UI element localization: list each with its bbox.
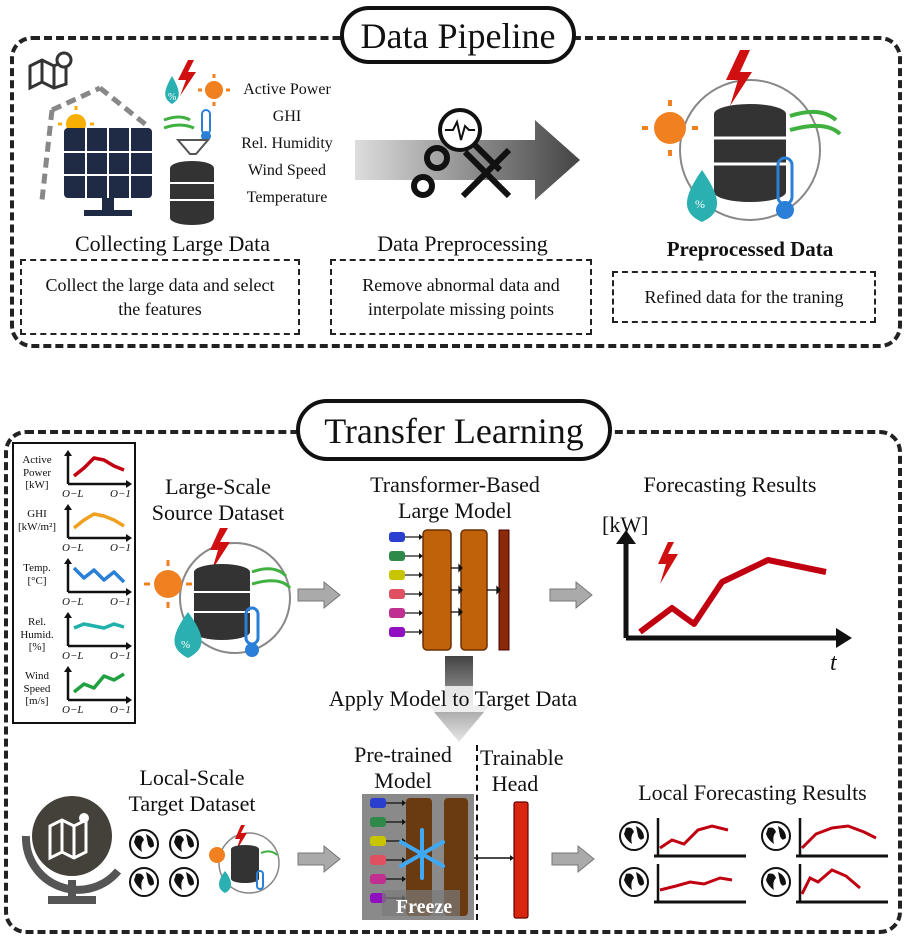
mini-chart-tick: O−1	[110, 596, 131, 608]
collect-caption: Collecting Large Data	[74, 231, 271, 256]
model-head-divider	[476, 745, 478, 920]
mini-chart-label: Wind Speed [m/s]	[23, 670, 51, 708]
input-token	[370, 836, 386, 846]
globe-icon	[761, 867, 791, 897]
svg-text:%: %	[181, 639, 190, 651]
mini-chart-line	[72, 566, 126, 584]
input-token	[389, 532, 405, 542]
arrow-source-to-model	[297, 580, 341, 610]
solar-panel-icon	[39, 85, 152, 216]
forecast-x-var: t	[830, 650, 837, 676]
pretrained-caption: Pre-trained Model	[354, 742, 452, 794]
local-results-caption: Local Forecasting Results	[638, 780, 867, 805]
preprocess-desc-box: Remove abnormal data and interpolate mis…	[330, 259, 592, 335]
mini-chart-line	[72, 672, 125, 694]
svg-text:%: %	[168, 92, 176, 103]
preprocessed-desc-box: Refined data for the traning	[612, 271, 876, 323]
input-features-frame	[12, 442, 136, 724]
collect-desc-box: Collect the large data and select the fe…	[20, 259, 300, 335]
mini-chart	[64, 558, 132, 596]
local-forecast-chart	[796, 864, 888, 904]
transfer-learning-title: Transfer Learning	[296, 399, 612, 461]
input-token	[370, 798, 386, 808]
mini-chart-tick: O−L	[62, 488, 84, 500]
tools-icon	[411, 108, 512, 199]
input-token	[389, 570, 405, 580]
mini-chart-tick: O−1	[110, 650, 131, 662]
forecast-chart	[616, 530, 852, 648]
mini-chart-label: GHI [kW/m²]	[17, 508, 57, 533]
mini-chart-tick: O−L	[62, 542, 84, 554]
apply-caption: Apply Model to Target Data	[308, 686, 598, 713]
forecast-caption: Forecasting Results	[643, 472, 817, 497]
preprocessed-caption: Preprocessed Data	[666, 237, 834, 261]
input-token	[389, 551, 405, 561]
local-forecast-chart	[796, 818, 888, 858]
mini-chart	[64, 666, 132, 704]
freeze-label: Freeze	[395, 896, 453, 918]
mini-chart-tick: O−L	[62, 650, 84, 662]
snowflake-icon	[398, 826, 446, 874]
globe-icon	[761, 821, 791, 851]
input-token	[389, 589, 405, 599]
input-token	[370, 874, 386, 884]
globe-icon	[129, 829, 159, 859]
transformer-model-diagram	[389, 529, 510, 651]
mini-chart-tick: O−L	[62, 596, 84, 608]
mini-chart-label: Rel. Humid. [%]	[20, 616, 54, 654]
input-token	[370, 855, 386, 865]
mini-chart	[64, 612, 132, 650]
arrow-target-to-pretrained	[297, 844, 341, 874]
model-caption: Transformer-Based Large Model	[370, 472, 540, 524]
globe-icon	[619, 867, 649, 897]
preprocess-arrow	[355, 120, 580, 200]
mini-chart	[64, 504, 132, 542]
input-token	[370, 817, 386, 827]
local-forecast-chart	[654, 818, 746, 858]
feature-active-power: Active Power	[243, 81, 331, 98]
globe-icon	[619, 821, 649, 851]
pretrained-model-diagram	[362, 794, 474, 920]
input-token	[389, 608, 405, 618]
globe-icon	[169, 867, 199, 897]
mini-chart-line	[72, 512, 125, 530]
globe-icon	[129, 867, 159, 897]
target-caption: Local-Scale Target Dataset	[128, 765, 256, 817]
globe-map-icon	[21, 796, 122, 904]
mini-chart	[64, 450, 132, 488]
arrow-head-to-local-results	[551, 844, 595, 874]
feature-rel-humidity: Rel. Humidity	[241, 135, 333, 152]
svg-text:%: %	[695, 197, 705, 211]
trainable-head-block	[474, 801, 529, 919]
mini-chart-label: Active Power [kW]	[22, 454, 52, 492]
preprocessed-database-icon: %	[642, 50, 842, 222]
local-forecast-chart	[654, 864, 746, 904]
feature-ghi: GHI	[272, 108, 302, 125]
preprocess-caption: Data Preprocessing	[377, 231, 548, 256]
map-pin-icon	[28, 51, 73, 91]
mini-chart-tick: O−1	[110, 704, 131, 716]
source-dataset-icon: %	[144, 528, 292, 658]
trainable-head-caption: Trainable Head	[480, 745, 564, 797]
data-pipeline-title: Data Pipeline	[340, 6, 576, 64]
input-token	[389, 627, 405, 637]
target-weather-icon	[209, 825, 280, 894]
mini-chart-tick: O−1	[110, 542, 131, 554]
weather-database-icon: %	[163, 60, 230, 225]
mini-chart-label: Temp. [°C]	[23, 562, 51, 587]
mini-chart-tick: O−L	[62, 704, 84, 716]
globe-icon	[169, 829, 199, 859]
source-caption: Large-Scale Source Dataset	[151, 474, 285, 526]
mini-chart-line	[72, 456, 125, 478]
mini-chart-tick: O−1	[110, 488, 131, 500]
feature-wind-speed: Wind Speed	[247, 162, 326, 179]
arrow-model-to-forecast	[549, 580, 593, 610]
mini-chart-line	[73, 622, 125, 630]
feature-temperature: Temperature	[246, 189, 328, 206]
